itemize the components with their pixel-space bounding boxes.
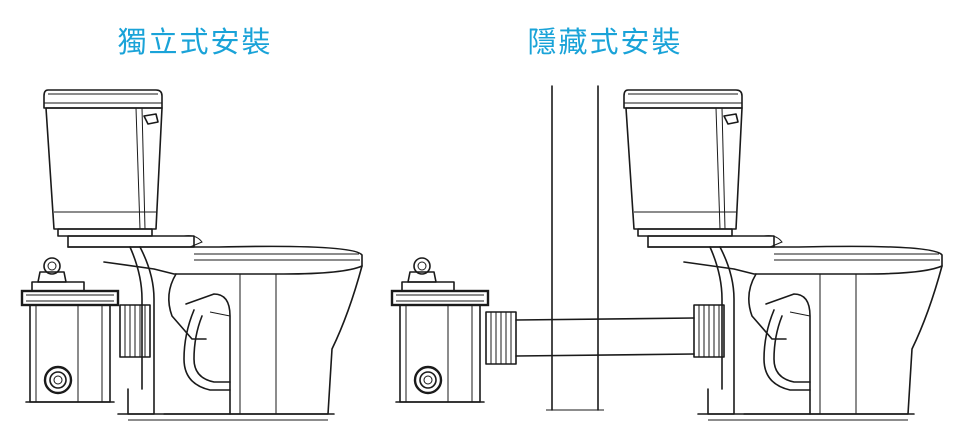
partition-wall <box>546 85 604 411</box>
right-bellows-pump-side <box>485 311 517 365</box>
right-toilet <box>623 89 943 421</box>
left-macerator-pump <box>20 256 120 404</box>
left-toilet <box>43 89 363 421</box>
concealed-installation-caption: 隱藏式安裝 <box>527 25 683 59</box>
left-bellows-connector <box>119 304 151 358</box>
freestanding-installation-caption: 獨立式安裝 <box>117 25 273 59</box>
extension-pipe <box>515 317 695 357</box>
right-macerator-pump <box>390 256 490 404</box>
right-bellows-toilet-side <box>693 304 725 358</box>
